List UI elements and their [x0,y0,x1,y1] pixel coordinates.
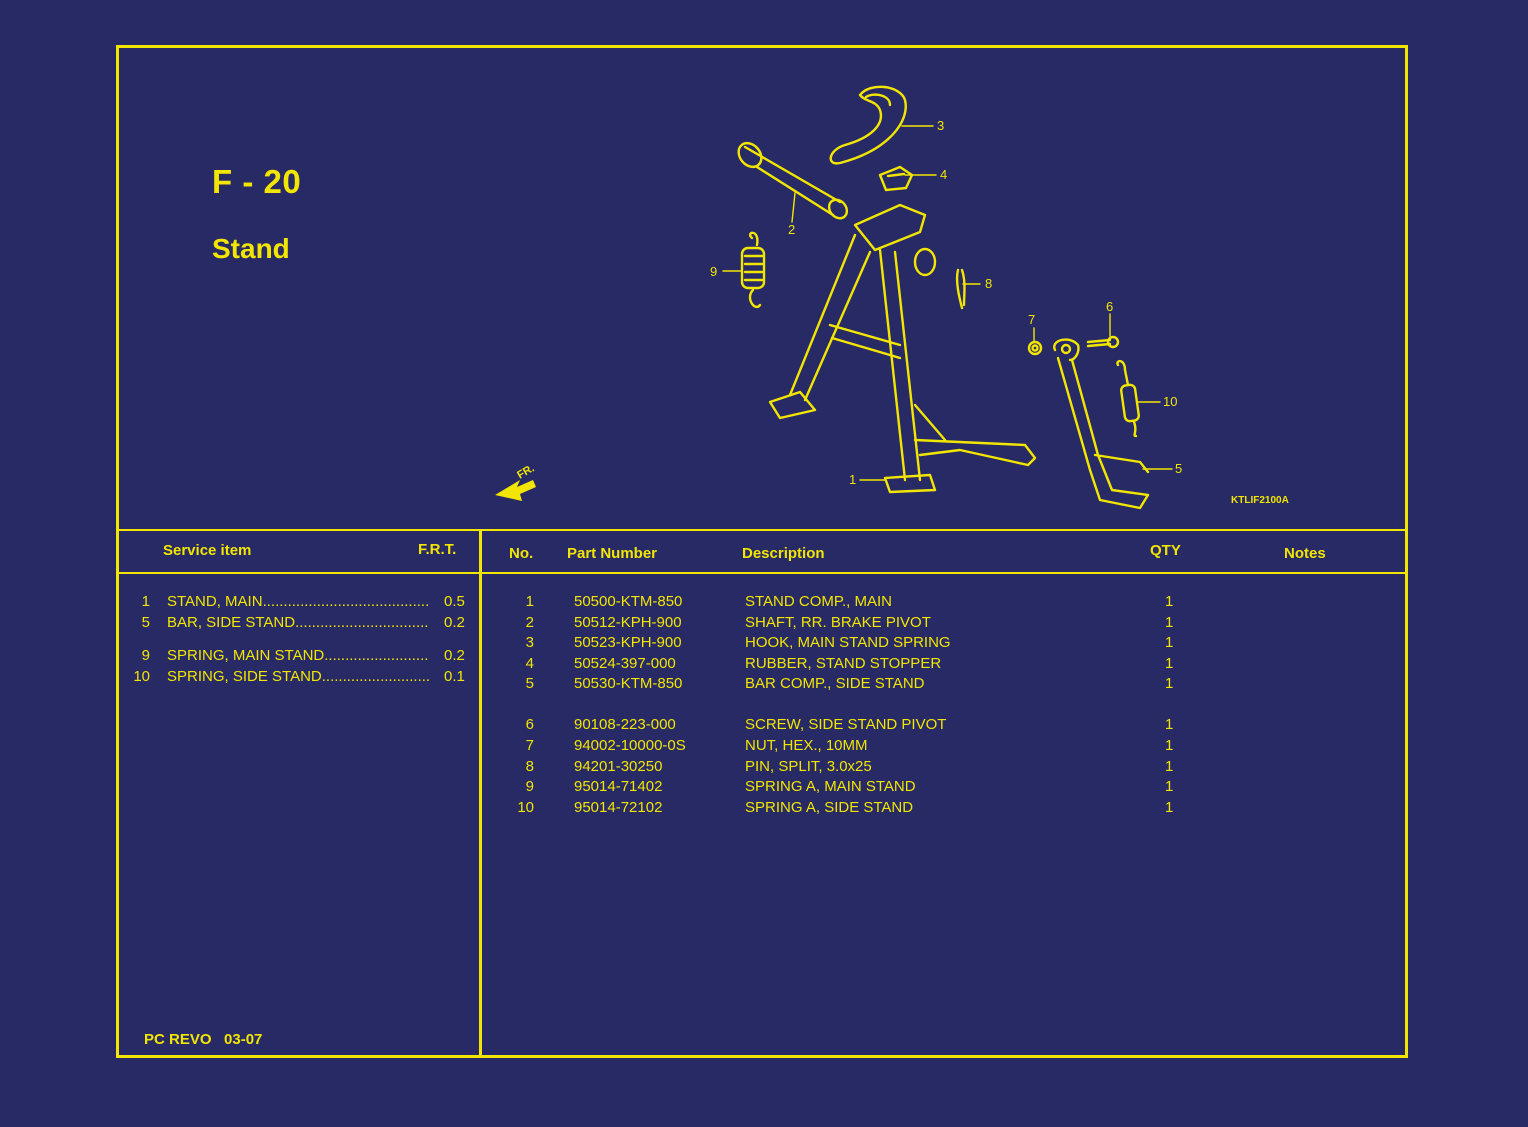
service-row: 10 SPRING, SIDE STAND...................… [133,668,465,685]
table-row: 1 50500-KTM-850 STAND COMP., MAIN 1 [525,593,1174,610]
front-arrow-icon [495,480,536,501]
part-spring-main [740,231,766,308]
service-row: 9 SPRING, MAIN STAND....................… [141,647,465,664]
divider-table-header [116,572,1408,574]
qty-header: QTY [1150,542,1181,559]
callout-9: 9 [710,264,718,279]
part-split-pin [955,268,966,310]
callout-8: 8 [985,276,993,291]
page-code: F - 20 [212,163,302,200]
callout-2: 2 [788,222,796,237]
callout-5: 5 [1175,461,1183,476]
table-row: 6 90108-223-000 SCREW, SIDE STAND PIVOT … [525,716,1174,733]
page-frame [116,45,1408,1058]
part-spring-side [1116,359,1140,438]
frt-header: F.R.T. [418,541,457,558]
table-row: 3 50523-KPH-900 HOOK, MAIN STAND SPRING … [525,634,1174,651]
service-row: 5 BAR, SIDE STAND.......................… [141,614,465,631]
service-row: 1 STAND, MAIN...........................… [141,593,465,610]
table-row: 5 50530-KTM-850 BAR COMP., SIDE STAND 1 [525,675,1174,692]
part-screw [1086,335,1120,349]
callout-10: 10 [1163,394,1178,409]
exploded-diagram [480,70,1310,530]
table-row: 8 94201-30250 PIN, SPLIT, 3.0x25 1 [525,758,1174,775]
divider-diagram [116,529,1408,531]
footer-model: PC REVO [144,1031,212,1048]
page-title: Stand [212,233,290,264]
part-main-stand [768,203,1037,494]
diagram-code: KTLIF2100A [1231,495,1289,506]
footer-page: 03-07 [224,1031,263,1048]
table-row: 9 95014-71402 SPRING A, MAIN STAND 1 [525,778,1174,795]
notes-header: Notes [1284,545,1326,562]
callout-3: 3 [937,118,945,133]
callout-1: 1 [849,472,857,487]
callout-6: 6 [1106,299,1114,314]
callout-leaders [722,125,1173,481]
callout-4: 4 [940,167,948,182]
divider-columns [479,530,482,1058]
part-rubber-stopper [878,165,914,192]
footer: PC REVO 03-07 [144,1031,262,1048]
part-hook [829,85,907,165]
description-header: Description [742,545,825,562]
part-shaft [737,141,849,220]
table-row: 10 95014-72102 SPRING A, SIDE STAND 1 [517,799,1174,816]
callout-7: 7 [1028,312,1036,327]
no-header: No. [509,545,534,562]
service-item-header: Service item [163,542,252,559]
table-row: 7 94002-10000-0S NUT, HEX., 10MM 1 [525,737,1174,754]
table-row: 2 50512-KPH-900 SHAFT, RR. BRAKE PIVOT 1 [525,614,1174,631]
part-nut [1027,340,1043,356]
part-number-header: Part Number [567,545,658,562]
table-row: 4 50524-397-000 RUBBER, STAND STOPPER 1 [525,655,1174,672]
